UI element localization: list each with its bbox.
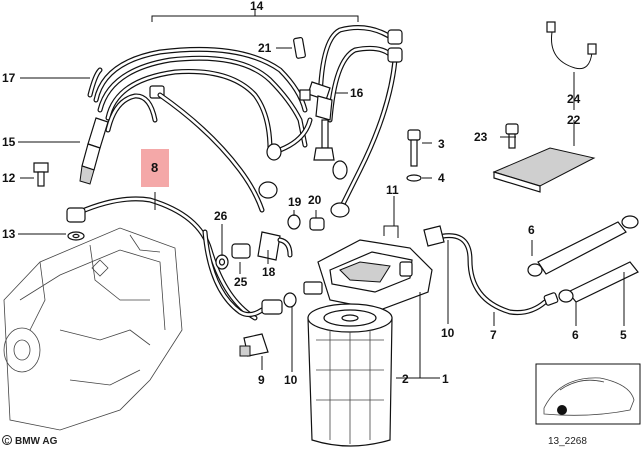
callout-10-right[interactable]: 10 (441, 326, 455, 340)
fittings-center-drawing (258, 143, 350, 231)
callout-17[interactable]: 17 (2, 71, 16, 85)
callout-21[interactable]: 21 (258, 41, 272, 55)
callout-10-left[interactable]: 10 (284, 373, 298, 387)
callout-6-upper[interactable]: 6 (528, 223, 535, 237)
svg-text:c: c (4, 436, 9, 447)
callout-13[interactable]: 13 (2, 227, 16, 241)
brand-mark: c BMW AG (2, 435, 58, 447)
leak-line-drawing (157, 92, 265, 213)
clip-11-drawing (383, 225, 399, 238)
callout-3[interactable]: 3 (438, 137, 445, 151)
brand-label: BMW AG (15, 436, 58, 447)
callout-7[interactable]: 7 (490, 328, 497, 342)
callout-5[interactable]: 5 (620, 328, 627, 342)
injection-pump-drawing (3, 227, 183, 431)
callout-18[interactable]: 18 (262, 265, 276, 279)
screw-12-drawing (33, 162, 49, 187)
diagram-reference-code: 13_2268 (548, 436, 587, 447)
callout-1[interactable]: 1 (442, 372, 449, 386)
hoses-right-drawing (527, 215, 639, 303)
callout-16[interactable]: 16 (350, 86, 364, 100)
callout-20[interactable]: 20 (308, 193, 322, 207)
callout-19[interactable]: 19 (288, 195, 302, 209)
callout-25[interactable]: 25 (234, 275, 248, 289)
filter-cartridge-drawing (307, 303, 393, 447)
callout-9[interactable]: 9 (258, 373, 265, 387)
callout-24[interactable]: 24 (567, 92, 581, 106)
callout-12[interactable]: 12 (2, 171, 16, 185)
injection-line-13-drawing (77, 196, 258, 321)
callout-leaders (18, 10, 625, 379)
vehicle-location-inset (535, 363, 641, 425)
callout-6-lower[interactable]: 6 (572, 328, 579, 342)
bolt-3-drawing (406, 129, 422, 182)
callout-26[interactable]: 26 (214, 209, 228, 223)
highlighted-callout-box (141, 149, 169, 187)
feed-hose-drawing (202, 229, 297, 318)
callout-23[interactable]: 23 (474, 130, 488, 144)
fittings-16-drawing (293, 37, 335, 161)
bracket-22-drawing (492, 123, 596, 193)
return-hose-drawing (105, 85, 165, 133)
fittings-lower-drawing (215, 231, 293, 270)
return-line-right-drawing (423, 225, 559, 315)
fuel-filter-housing-drawing (303, 239, 433, 311)
injection-lines-bundle-drawing (87, 46, 308, 153)
injector-nozzle-drawing (79, 117, 109, 185)
callout-22[interactable]: 22 (567, 113, 581, 127)
callout-15[interactable]: 15 (2, 135, 16, 149)
callout-4[interactable]: 4 (438, 171, 445, 185)
callout-11[interactable]: 11 (386, 183, 399, 197)
callout-14[interactable]: 14 (250, 0, 264, 13)
sensor-9-drawing (239, 333, 269, 357)
callout-labels: 14 21 16 17 15 12 3 4 23 22 24 8 26 19 2… (2, 0, 627, 387)
injection-lines-right-drawing (277, 25, 403, 213)
callout-8-highlighted[interactable]: 8 (151, 160, 158, 175)
banjo-bolt-drawing (66, 207, 86, 241)
clamp-24-drawing (546, 21, 597, 70)
callout-2[interactable]: 2 (402, 372, 409, 386)
